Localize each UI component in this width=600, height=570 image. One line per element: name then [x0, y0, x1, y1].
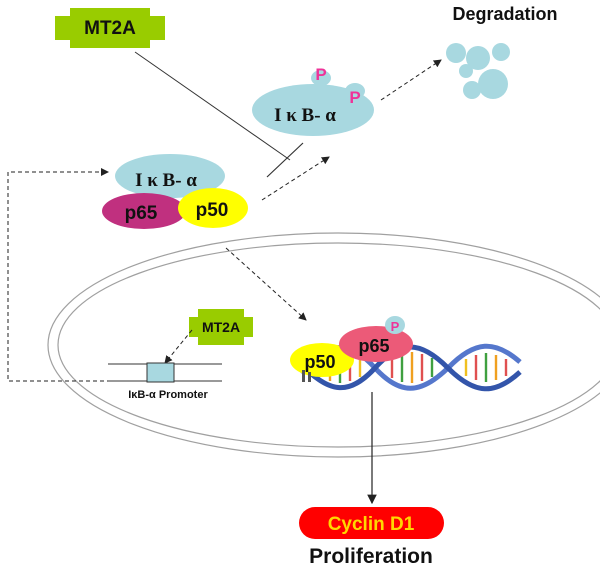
ikba-phosphorylated: P P I κ B- α [252, 65, 374, 136]
promoter-label: IκB-α Promoter [128, 389, 208, 401]
ikba-nfkb-complex: I κ B- α p65 p50 [102, 154, 248, 229]
degradation-fragments [446, 43, 510, 99]
arrow-to-nucleus [225, 247, 307, 321]
ikba-phospho-label: I κ B- α [274, 105, 336, 126]
mt2a-nucleus-protein: MT2A [189, 309, 253, 345]
phospho-label-2: P [349, 88, 360, 107]
degradation-label: Degradation [452, 4, 557, 24]
nfkb-on-dna: P p50 p65 [290, 316, 413, 382]
p65-dna-label: p65 [358, 336, 389, 356]
arrow-to-promoter [164, 329, 193, 364]
mt2a-inhibition-line [134, 51, 291, 161]
mt2a-top-protein: MT2A [55, 8, 165, 48]
phospho-label-1: P [315, 65, 326, 84]
arrow-to-phosphorylation [261, 156, 330, 201]
ikba-complex-label: I κ B- α [135, 170, 197, 191]
ikba-promoter: IκB-α Promoter [108, 362, 222, 401]
cyclin-label: Cyclin D1 [328, 514, 415, 535]
inhibition-bar [266, 142, 304, 178]
arrow-to-degradation [380, 59, 442, 101]
nucleus-inner [57, 242, 600, 448]
phospho-dna-label: P [391, 319, 400, 334]
p65-complex-label: p65 [125, 203, 158, 224]
proliferation-label: Proliferation [309, 545, 433, 568]
p50-complex-label: p50 [196, 200, 229, 221]
feedback-loop [7, 168, 125, 382]
p50-dna-label: p50 [304, 352, 335, 372]
cyclin-d1-badge: Cyclin D1 [299, 507, 444, 539]
mt2a-nucleus-label: MT2A [202, 319, 240, 335]
mt2a-top-label: MT2A [84, 18, 136, 39]
nucleus-outer [47, 232, 600, 458]
